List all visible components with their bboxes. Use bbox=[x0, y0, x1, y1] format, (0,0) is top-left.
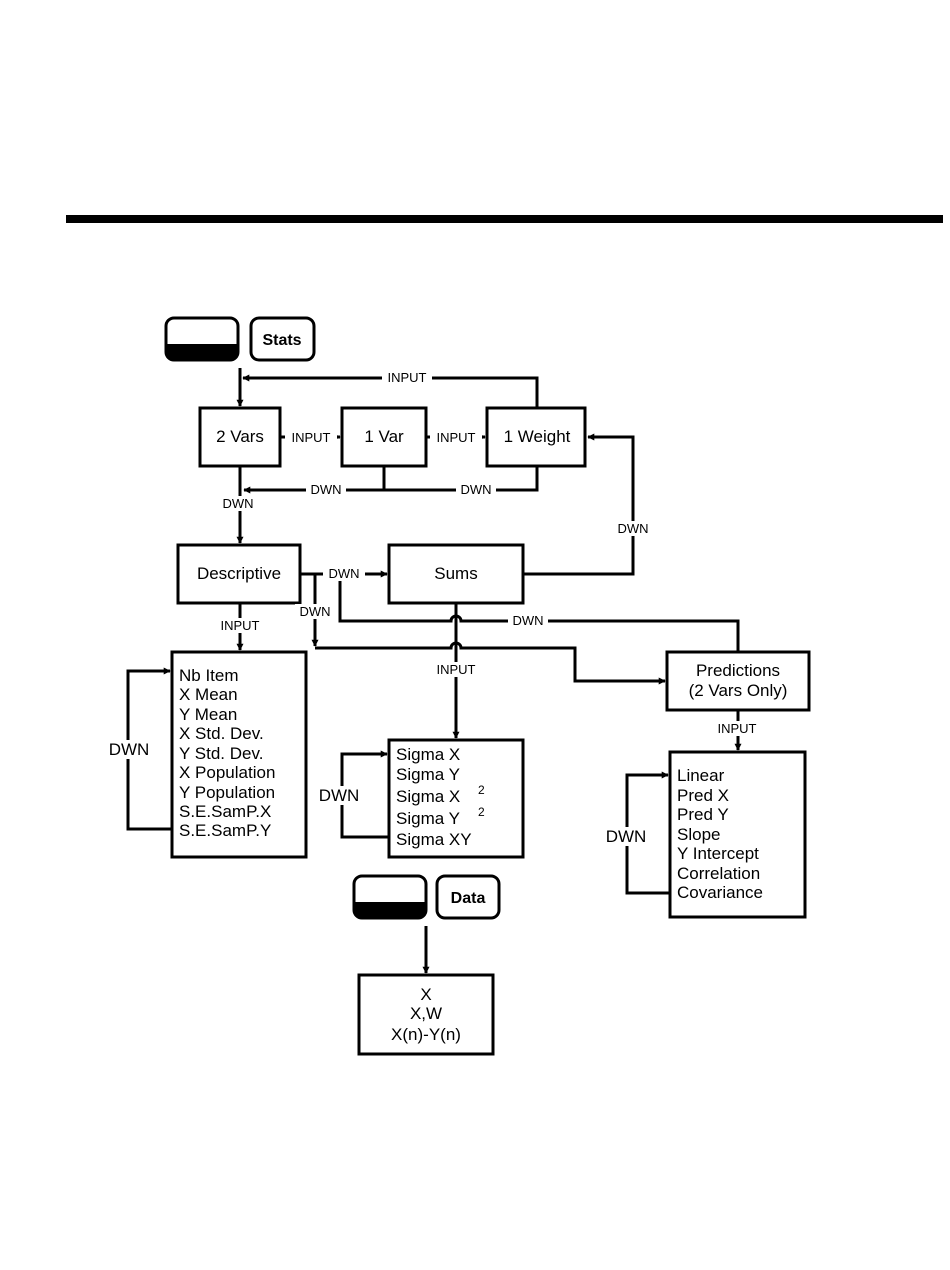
box-sums-list bbox=[387, 738, 525, 859]
label-dwn: DWN bbox=[299, 604, 330, 619]
list-item: Y Std. Dev. bbox=[179, 744, 263, 763]
one-weight-label: 1 Weight bbox=[504, 427, 571, 446]
list-item: Pred X bbox=[677, 786, 729, 805]
list-item: Y Mean bbox=[179, 705, 237, 724]
exponent: 2 bbox=[478, 783, 485, 797]
label-dwn: DWN bbox=[606, 827, 647, 846]
box-predictions bbox=[665, 650, 811, 712]
list-item: Nb Item bbox=[179, 666, 239, 685]
one-var-label: 1 Var bbox=[364, 427, 404, 446]
exponent: 2 bbox=[478, 805, 485, 819]
list-item: Sigma Y bbox=[396, 765, 460, 784]
line-1weight-dwn bbox=[384, 466, 539, 492]
list-item: X Std. Dev. bbox=[179, 724, 264, 743]
two-vars-label: 2 Vars bbox=[216, 427, 264, 446]
descriptive-label: Descriptive bbox=[197, 564, 281, 583]
label-input: INPUT bbox=[437, 662, 476, 677]
list-item: Sigma Y bbox=[396, 809, 460, 828]
label-input: INPUT bbox=[221, 618, 260, 633]
arrow-to-predictions bbox=[315, 641, 666, 685]
data-key-label: Data bbox=[451, 890, 486, 907]
list-item: Sigma X bbox=[396, 787, 460, 806]
list-item: Sigma XY bbox=[396, 830, 472, 849]
label-input: INPUT bbox=[718, 721, 757, 736]
list-item: X,W bbox=[410, 1004, 442, 1023]
list-item: Linear bbox=[677, 766, 725, 785]
shift-key-data bbox=[352, 874, 428, 920]
label-dwn: DWN bbox=[109, 740, 150, 759]
arrow-1weight-to-2vars bbox=[242, 374, 539, 408]
box-predictions-list bbox=[668, 750, 807, 919]
box-descriptive-list bbox=[170, 650, 308, 859]
list-item: X Population bbox=[179, 763, 275, 782]
stats-key: Stats bbox=[249, 316, 316, 362]
stats-key-label: Stats bbox=[262, 332, 301, 349]
label-dwn: DWN bbox=[617, 521, 648, 536]
header-rule bbox=[66, 215, 943, 223]
predictions-list: Linear Pred X Pred Y Slope Y Intercept C… bbox=[677, 766, 763, 902]
label-dwn: DWN bbox=[328, 566, 359, 581]
label-input: INPUT bbox=[292, 430, 331, 445]
list-item: S.E.SamP.Y bbox=[179, 821, 271, 840]
label-dwn: DWN bbox=[512, 613, 543, 628]
arrow-sums-to-1weight bbox=[523, 433, 635, 576]
list-item: Sigma X bbox=[396, 745, 460, 764]
label-dwn: DWN bbox=[319, 786, 360, 805]
list-item: X bbox=[420, 985, 431, 1004]
list-item: Y Intercept bbox=[677, 844, 759, 863]
predictions-label-line2: (2 Vars Only) bbox=[689, 681, 788, 700]
label-input: INPUT bbox=[437, 430, 476, 445]
descriptive-list: Nb Item X Mean Y Mean X Std. Dev. Y Std.… bbox=[179, 666, 275, 840]
list-item: Pred Y bbox=[677, 805, 729, 824]
predictions-label-line1: Predictions bbox=[696, 661, 780, 680]
label-dwn: DWN bbox=[222, 496, 253, 511]
data-list: X X,W X(n)-Y(n) bbox=[391, 985, 461, 1044]
label-dwn: DWN bbox=[310, 482, 341, 497]
box-data-list bbox=[357, 973, 495, 1056]
list-item: Y Population bbox=[179, 783, 275, 802]
sums-label: Sums bbox=[434, 564, 477, 583]
sums-list: Sigma X Sigma Y Sigma X 2 Sigma Y 2 Sigm… bbox=[396, 745, 485, 849]
list-item: X(n)-Y(n) bbox=[391, 1025, 461, 1044]
list-item: Slope bbox=[677, 825, 720, 844]
list-item: Correlation bbox=[677, 864, 760, 883]
list-item: X Mean bbox=[179, 685, 238, 704]
data-key: Data bbox=[435, 874, 501, 920]
label-input: INPUT bbox=[388, 370, 427, 385]
box-1-weight bbox=[485, 406, 587, 468]
label-dwn: DWN bbox=[460, 482, 491, 497]
shift-key-stats bbox=[164, 316, 240, 362]
list-item: S.E.SamP.X bbox=[179, 802, 271, 821]
list-item: Covariance bbox=[677, 883, 763, 902]
box-sums bbox=[387, 543, 525, 605]
arrow-1var-dwn bbox=[243, 466, 386, 494]
